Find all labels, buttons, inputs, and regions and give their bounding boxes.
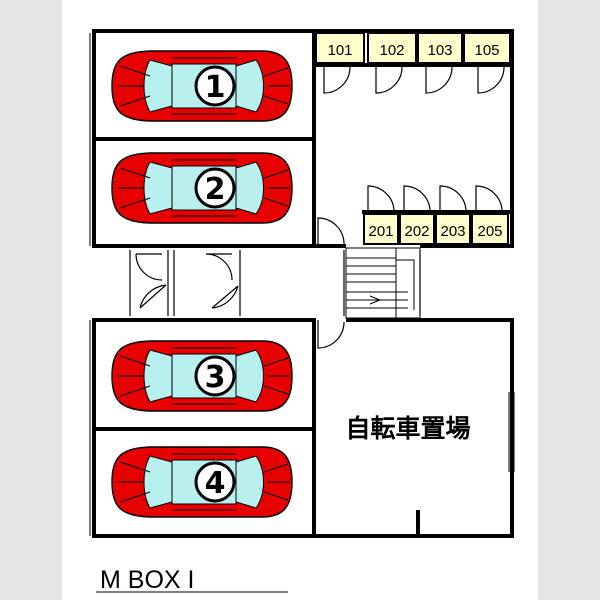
- hall-walls: [314, 29, 514, 248]
- parking-number-circle: [194, 167, 236, 209]
- car-detail-line: [119, 491, 151, 503]
- mailbox-101: [315, 32, 365, 64]
- parking-number: 4: [205, 466, 226, 501]
- car-detail-line: [119, 461, 151, 473]
- car-detail-line: [263, 491, 289, 501]
- bicycle-area-label: 自転車置場: [345, 414, 470, 443]
- car-detail-line: [119, 167, 151, 179]
- car-detail-line: [119, 385, 151, 397]
- right-margin-band: [538, 0, 600, 600]
- mailbox-205: [471, 213, 509, 245]
- middle-passage: [129, 250, 421, 316]
- bicycle-area-opening: [508, 392, 515, 472]
- mailbox-label: 101: [327, 42, 352, 59]
- mailbox-row-lower: 201 202 203 205: [362, 210, 510, 245]
- parking-lower-block: [92, 318, 316, 538]
- mailbox-203: [435, 213, 471, 245]
- parking-upper-block: [92, 29, 316, 248]
- mailbox-label: 201: [368, 223, 393, 240]
- car-detail-line: [119, 95, 151, 107]
- parking-number-circle: [194, 355, 236, 397]
- parking-number-circle: [194, 65, 236, 107]
- car-detail-line: [263, 357, 289, 367]
- mailbox-label: 202: [404, 223, 429, 240]
- parking-number: 3: [205, 360, 226, 395]
- mailbox-row-upper: 101 102 103 105: [315, 32, 511, 67]
- car-detail-line: [263, 67, 289, 77]
- car-detail-line: [263, 463, 289, 473]
- car-windshield-front: [235, 455, 264, 509]
- mailbox-label: 203: [440, 223, 465, 240]
- parking-space-3: 3: [111, 340, 293, 412]
- parking-space-4: 4: [111, 446, 293, 518]
- car-detail-line: [263, 169, 289, 179]
- parking-space-1: 1: [111, 50, 293, 122]
- car-windshield-front: [235, 161, 264, 215]
- building-caption: M BOX I: [100, 566, 194, 594]
- parking-number: 1: [205, 70, 226, 105]
- car-windshield-rear: [143, 349, 173, 403]
- parking-number-circle: [194, 461, 236, 503]
- mailbox-202: [399, 213, 435, 245]
- mailbox-doors-upper: [323, 66, 505, 94]
- mailbox-label: 102: [379, 42, 404, 59]
- parking-space-2: 2: [111, 152, 293, 224]
- staircase: [345, 247, 421, 319]
- car-detail-line: [119, 65, 151, 77]
- car-detail-line: [263, 95, 289, 105]
- mailbox-label: 205: [477, 223, 502, 240]
- mailbox-label: 105: [474, 42, 499, 59]
- car-windshield-rear: [143, 161, 173, 215]
- mailbox-label: 103: [427, 42, 452, 59]
- left-margin-band: [0, 0, 62, 600]
- car-detail-line: [119, 355, 151, 367]
- parking-number: 2: [205, 172, 226, 207]
- car-detail-line: [263, 197, 289, 207]
- mailbox-doors-lower: [367, 185, 503, 211]
- car-windshield-rear: [143, 455, 173, 509]
- bicycle-area-walls: [314, 318, 514, 538]
- car-windshield-front: [235, 59, 264, 113]
- mailbox-201: [363, 213, 399, 245]
- car-detail-line: [119, 197, 151, 209]
- car-detail-line: [263, 385, 289, 395]
- hall-doors: [317, 217, 345, 349]
- car-windshield-front: [235, 349, 264, 403]
- car-windshield-rear: [143, 59, 173, 113]
- parked-cars: 1 2 3 4: [111, 50, 293, 518]
